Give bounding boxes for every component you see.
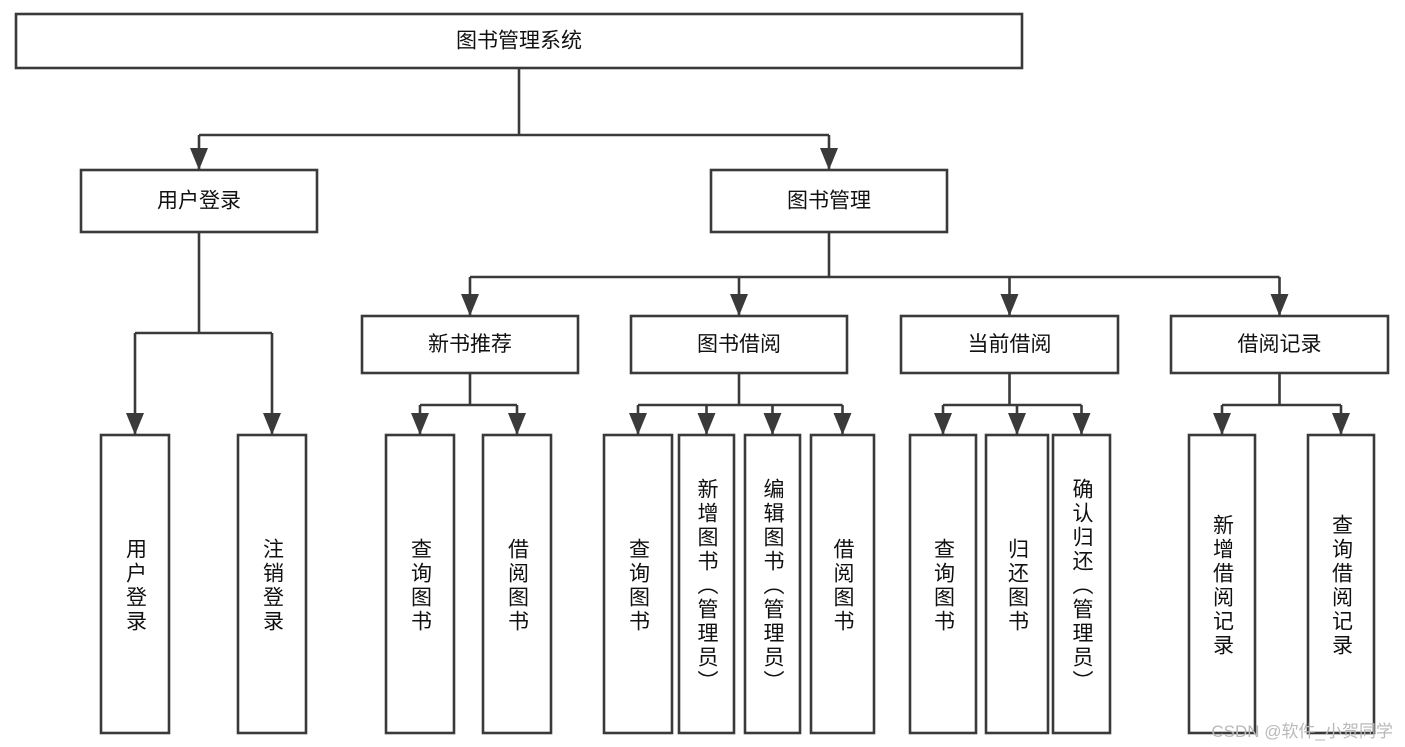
edge-root-arrow-1 [820,148,838,170]
edge-l3-2-arrow-2 [1072,413,1091,435]
edge-l3-0-arrow-1 [508,413,526,435]
node-leaf-7[interactable] [809,433,876,735]
node-level2-1[interactable] [709,168,949,234]
node-leaf-1[interactable] [236,433,308,735]
node-leaf-2[interactable] [384,433,456,735]
edge-l3-3-arrow-0 [1213,413,1231,435]
edge-login-arrow-1 [263,413,281,435]
node-leaf-3[interactable] [481,433,553,735]
edge-books-arrow-1 [730,294,748,316]
node-level3-3-label: 借阅记录 [1238,333,1322,356]
edge-l3-1-arrow-1 [697,413,716,435]
node-level3-1-label: 图书借阅 [697,333,781,356]
node-leaf-4[interactable] [602,433,674,735]
edge-books-arrow-2 [1000,294,1019,316]
connectors-layer [126,68,1350,435]
node-level3-3[interactable] [1169,314,1390,375]
node-leaf-9[interactable] [984,433,1050,735]
watermark: CSDN @软件_小贺同学 [1211,722,1393,741]
edge-l3-1-arrow-0 [629,413,647,435]
node-level3-2-label: 当前借阅 [968,333,1052,356]
node-leaf-11[interactable] [1187,433,1257,735]
node-leaf-10[interactable] [1051,433,1112,735]
node-level3-0-label: 新书推荐 [428,333,512,356]
node-root[interactable] [14,12,1024,70]
edge-books-arrow-3 [1270,294,1289,316]
node-leaf-6[interactable] [743,433,802,735]
node-level2-0-label: 用户登录 [157,190,241,213]
node-level3-2[interactable] [899,314,1120,375]
node-leaf-5[interactable] [677,433,736,735]
node-level2-1-label: 图书管理 [787,190,871,213]
node-leaf-12[interactable] [1306,433,1376,735]
node-level3-0[interactable] [360,314,580,375]
node-leaf-0[interactable] [99,433,171,735]
edge-login-arrow-0 [126,413,144,435]
edge-l3-3-arrow-1 [1332,413,1350,435]
edge-l3-2-arrow-0 [934,413,952,435]
edge-l3-1-arrow-3 [833,413,852,435]
node-leaf-8[interactable] [908,433,978,735]
edge-books-arrow-0 [461,294,479,316]
node-root-label: 图书管理系统 [456,30,582,53]
edge-root-arrow-0 [190,148,208,170]
node-level3-1[interactable] [629,314,849,375]
edge-l3-1-arrow-2 [763,413,782,435]
node-level2-0[interactable] [79,168,319,234]
edge-l3-2-arrow-1 [1008,413,1026,435]
edge-l3-0-arrow-0 [411,413,429,435]
